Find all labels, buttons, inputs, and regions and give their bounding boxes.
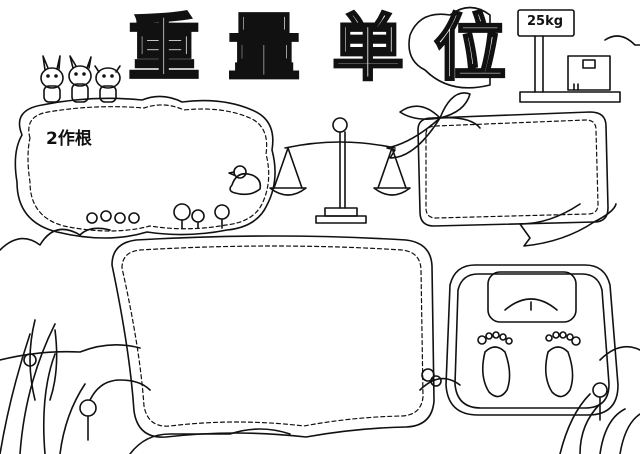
scale-display: 25kg (527, 14, 564, 29)
grass-icon (0, 319, 640, 454)
title-char-1: 重 (127, 6, 202, 90)
title-char-3: 单 (331, 6, 406, 90)
title-char-2: 量 (227, 6, 302, 90)
animal-figures-icon (40, 55, 121, 103)
footprint-icon (477, 331, 581, 398)
platform-scale-icon (517, 9, 621, 103)
left-frame-label: 2作根 (46, 129, 92, 149)
duck-icon (228, 165, 262, 196)
ribbon-icon (386, 92, 617, 247)
background-clouds (0, 6, 640, 251)
left-cloud-frame (14, 95, 276, 239)
title-char-4: 位 (433, 6, 508, 90)
right-frame (417, 111, 609, 227)
balance-scale-icon (269, 117, 411, 224)
box-icon (567, 55, 611, 91)
tree-icon (86, 203, 230, 229)
flower-icon (23, 353, 608, 441)
bathroom-scale-icon (445, 264, 619, 416)
center-frame (111, 235, 435, 438)
